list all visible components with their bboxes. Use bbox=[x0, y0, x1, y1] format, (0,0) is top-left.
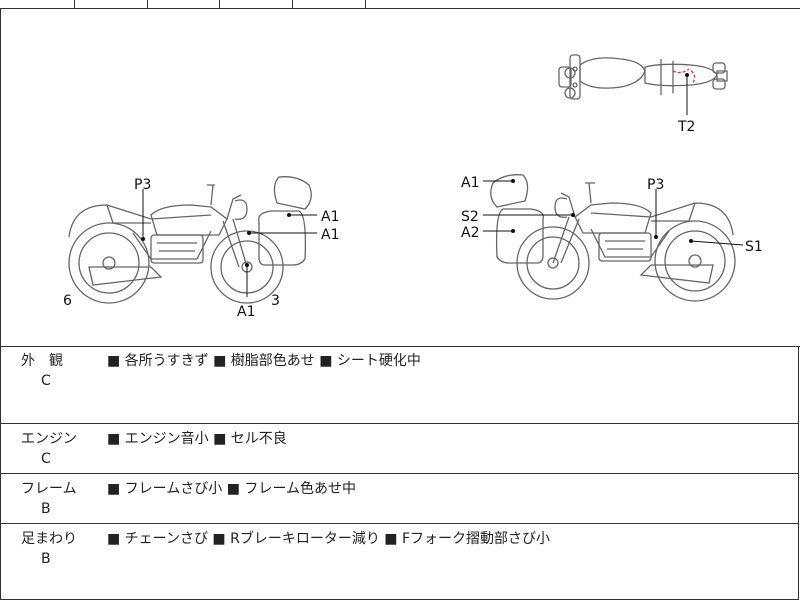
left-a1-lower-marker bbox=[247, 231, 251, 235]
condition-grade: B bbox=[41, 501, 51, 517]
label-left-a1-lower: A1 bbox=[321, 227, 339, 243]
condition-label: フレーム bbox=[21, 481, 77, 497]
condition-items: ■ 各所うすきず ■ 樹脂部色あせ ■ シート硬化中 bbox=[107, 353, 421, 369]
left-a1-bottom-marker bbox=[245, 263, 249, 267]
condition-row-suspension: 足まわり B ■ チェーンさび ■ Rブレーキローター減り ■ Fフォーク摺動部… bbox=[0, 524, 799, 600]
condition-row-frame: フレーム B ■ フレームさび小 ■ フレーム色あせ中 bbox=[0, 474, 799, 524]
t2-marker bbox=[685, 73, 689, 77]
top-table-strip bbox=[0, 0, 800, 9]
left-p3-marker bbox=[141, 237, 145, 241]
right-s1-marker bbox=[689, 239, 693, 243]
label-left-a1-upper: A1 bbox=[321, 209, 339, 225]
left-a1-upper-marker bbox=[287, 213, 291, 217]
condition-row-engine: エンジン C ■ エンジン音小 ■ セル不良 bbox=[0, 424, 799, 474]
label-right-a1: A1 bbox=[461, 175, 479, 191]
label-right-s2: S2 bbox=[461, 209, 479, 225]
label-t2: T2 bbox=[677, 119, 695, 135]
strip-divider bbox=[147, 0, 148, 8]
right-a2-marker bbox=[511, 229, 515, 233]
condition-label: 外 観 bbox=[21, 353, 63, 369]
label-right-a2: A2 bbox=[461, 225, 479, 241]
motorcycle-diagrams: T2 bbox=[63, 54, 763, 320]
label-left-a1-bottom: A1 bbox=[237, 304, 255, 320]
damage-diagram: T2 bbox=[0, 9, 800, 347]
label-left-3: 3 bbox=[271, 293, 280, 309]
condition-row-exterior: 外 観 C ■ 各所うすきず ■ 樹脂部色あせ ■ シート硬化中 bbox=[0, 346, 799, 424]
label-left-6: 6 bbox=[63, 293, 72, 309]
tank-damage-marks bbox=[672, 68, 696, 84]
condition-items: ■ エンジン音小 ■ セル不良 bbox=[107, 431, 287, 447]
condition-label: 足まわり bbox=[21, 531, 77, 547]
condition-items: ■ フレームさび小 ■ フレーム色あせ中 bbox=[107, 481, 356, 497]
right-p3-marker bbox=[654, 235, 658, 239]
motorcycle-right-view bbox=[490, 174, 736, 302]
right-s1-leader bbox=[690, 240, 744, 246]
motorcycle-top-view bbox=[558, 54, 728, 100]
strip-divider bbox=[74, 0, 75, 8]
condition-label: エンジン bbox=[21, 431, 77, 447]
label-right-p3: P3 bbox=[647, 177, 664, 193]
strip-divider bbox=[365, 0, 366, 8]
strip-divider bbox=[219, 0, 220, 8]
condition-grade: B bbox=[41, 551, 51, 567]
strip-divider bbox=[292, 0, 293, 8]
right-a1-marker bbox=[511, 179, 515, 183]
label-left-p3: P3 bbox=[134, 177, 151, 193]
condition-grade: C bbox=[41, 451, 51, 467]
condition-items: ■ チェーンさび ■ Rブレーキローター減り ■ Fフォーク摺動部さび小 bbox=[107, 531, 551, 547]
motorcycle-left-view bbox=[68, 176, 312, 304]
right-s2-marker bbox=[571, 213, 575, 217]
condition-grade: C bbox=[41, 373, 51, 389]
label-right-s1: S1 bbox=[745, 239, 763, 255]
